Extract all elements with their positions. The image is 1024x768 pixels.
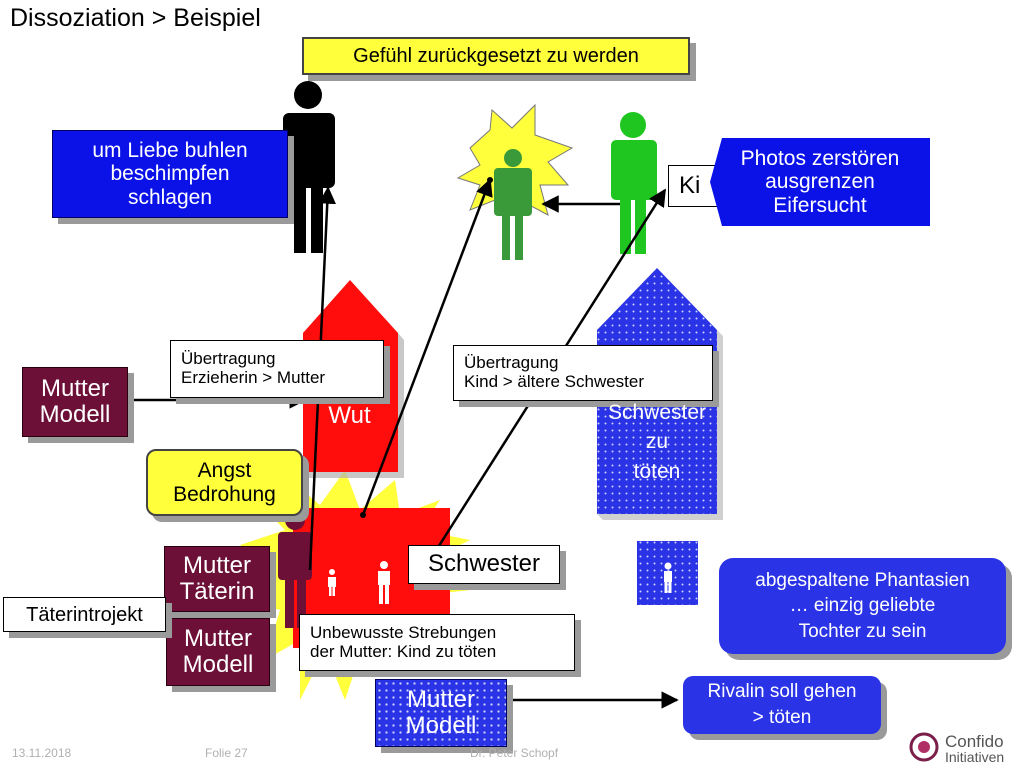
person-white-small-icon xyxy=(328,569,336,596)
left-actions-box: um Liebe buhlen beschimpfen schlagen xyxy=(52,130,288,218)
mutter-modell-blue-box: Mutter Modell xyxy=(375,679,507,747)
feeling-label: Gefühl zurückgesetzt zu werden xyxy=(302,37,690,75)
logo-line-2: Initiativen xyxy=(945,749,1005,765)
uebertragung-erzieherin-box: Übertragung Erzieherin > Mutter xyxy=(170,340,384,398)
mutter-taeterin-box: Mutter Täterin xyxy=(164,546,270,612)
person-white-icon xyxy=(378,561,390,604)
footer-slide: Folie 27 xyxy=(205,746,248,760)
arrow-to-star xyxy=(361,178,493,516)
schwester-box: Schwester xyxy=(408,545,560,584)
person-small-green-icon xyxy=(494,149,532,260)
footer-author: Dr. Peter Schopf xyxy=(470,746,559,760)
rivalin-box: Rivalin soll gehen > töten xyxy=(683,676,881,734)
right-actions-box: Photos zerstören ausgrenzen Eifersucht xyxy=(710,138,930,226)
mutter-modell-mid-box: Mutter Modell xyxy=(166,618,270,686)
unbewusste-box: Unbewusste Strebungen der Mutter: Kind z… xyxy=(299,614,575,671)
taeterintrojekt-box: Täterintrojekt xyxy=(3,597,166,632)
uebertragung-kind-box: Übertragung Kind > ältere Schwester xyxy=(453,345,713,401)
schwester-toeten-label: Schwester zu töten xyxy=(607,401,707,483)
wut-label: Wut xyxy=(328,402,371,429)
person-green-icon xyxy=(611,112,657,254)
abgespaltene-box: abgespaltene Phantasien … einzig geliebt… xyxy=(719,558,1006,654)
angst-box: Angst Bedrohung xyxy=(146,449,303,516)
page-title: Dissoziation > Beispiel xyxy=(10,4,261,32)
logo-text: Confido Initiativen xyxy=(945,733,1004,764)
footer-date: 13.11.2018 xyxy=(12,746,72,760)
mutter-modell-left-box: Mutter Modell xyxy=(22,367,128,437)
person-white-blue-icon xyxy=(664,562,672,593)
logo-line-1: Confido xyxy=(945,732,1004,751)
